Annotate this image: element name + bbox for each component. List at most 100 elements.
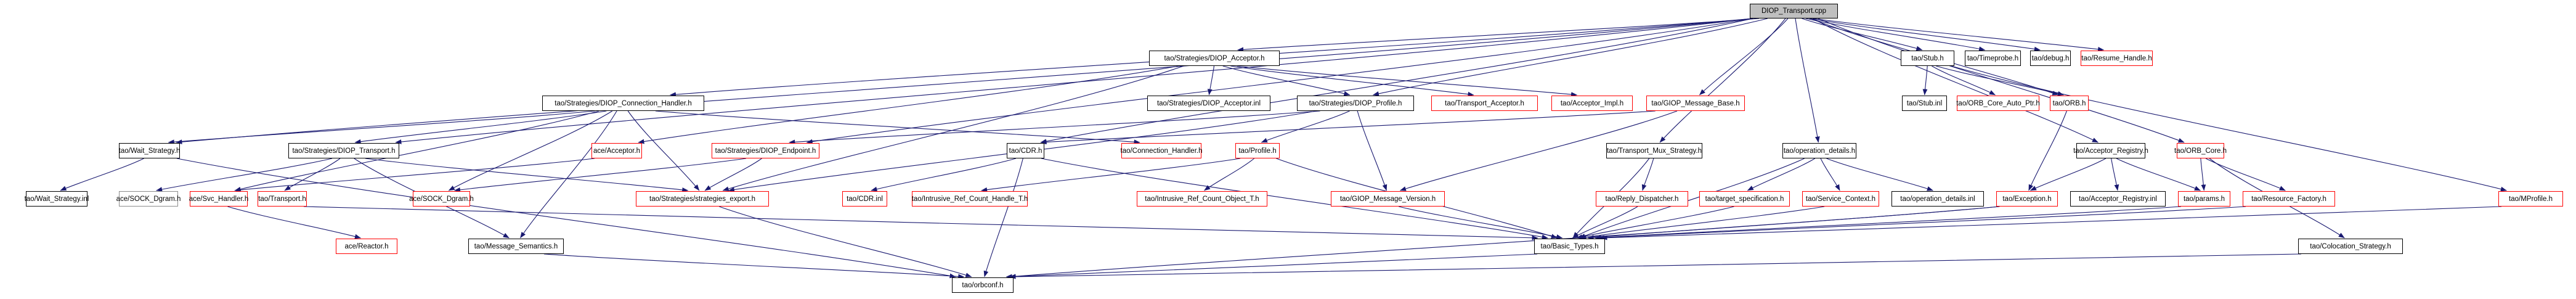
- graph-node-giop_message_version_h[interactable]: tao/GIOP_Message_Version.h: [1331, 191, 1445, 207]
- graph-node-intrusive_object_t_h[interactable]: tao/Intrusive_Ref_Count_Object_T.h: [1137, 191, 1267, 207]
- edge-basic_types_h-to-orbconf_h: [1006, 253, 1538, 279]
- graph-node-stub_inl[interactable]: tao/Stub.inl: [1902, 96, 1947, 111]
- edge-cpp-to-resume_handle_h: [1813, 18, 2105, 52]
- edge-transport_h-to-basic_types_h: [303, 206, 1538, 240]
- edge-operation_details_h-to-target_specification_h: [1747, 158, 1815, 191]
- edge-diop_connection_handler_h-to-connection_handler_h: [655, 110, 1140, 145]
- edge-diop_profile_h-to-profile_h: [1261, 110, 1350, 143]
- graph-node-reply_dispatcher_h[interactable]: tao/Reply_Dispatcher.h: [1596, 191, 1688, 207]
- graph-node-basic_types_h[interactable]: tao/Basic_Types.h: [1534, 239, 1605, 254]
- graph-node-transport_mux_strategy_h[interactable]: tao/Transport_Mux_Strategy.h: [1606, 143, 1702, 158]
- graph-node-exception_h[interactable]: tao/Exception.h: [1996, 191, 2058, 207]
- graph-node-ace_reactor_h[interactable]: ace/Reactor.h: [336, 239, 397, 254]
- graph-node-orb_h[interactable]: tao/ORB.h: [2050, 96, 2089, 111]
- graph-node-transport_acceptor_h[interactable]: tao/Transport_Acceptor.h: [1431, 96, 1538, 111]
- edge-profile_h-to-intrusive_object_t_h: [1204, 158, 1254, 191]
- edge-reply_dispatcher_h-to-basic_types_h: [1572, 206, 1638, 239]
- graph-node-cpp: DIOP_Transport.cpp: [1750, 4, 1838, 18]
- edge-params_h-to-basic_types_h: [1595, 206, 2182, 240]
- edge-cdr_h-to-basic_types_h: [1041, 158, 1548, 240]
- edge-cpp-to-timeprobe_h: [1805, 18, 1986, 51]
- graph-node-cdr_inl[interactable]: tao/CDR.inl: [842, 191, 887, 207]
- edge-acceptor_registry_h-to-params_h: [2116, 158, 2201, 191]
- edge-colocation_strategy_h-to-orbconf_h: [1009, 253, 2302, 279]
- graph-node-acceptor_registry_h[interactable]: tao/Acceptor_Registry.h: [2073, 143, 2148, 158]
- graph-node-params_h[interactable]: tao/params.h: [2178, 191, 2230, 207]
- graph-node-mprofile_h[interactable]: tao/MProfile.h: [2498, 191, 2563, 207]
- edge-operation_details_h-to-basic_types_h: [1579, 158, 1805, 239]
- edge-wait_strategy_h-to-wait_strategy_inl: [60, 158, 144, 191]
- edge-cpp-to-diop_profile_h: [1372, 18, 1768, 96]
- graph-node-colocation_strategy_h[interactable]: tao/Colocation_Strategy.h: [2298, 239, 2403, 254]
- graph-node-diop_transport_h[interactable]: tao/Strategies/DIOP_Transport.h: [288, 143, 399, 158]
- edge-message_semantics_h-to-orbconf_h: [543, 253, 965, 279]
- edge-giop_message_base_h-to-giop_message_version_h: [1400, 110, 1678, 191]
- graph-node-profile_h[interactable]: tao/Profile.h: [1235, 143, 1280, 158]
- edge-operation_details_h-to-operation_details_inl: [1826, 158, 1933, 191]
- edge-cpp-to-operation_details_h: [1795, 18, 1820, 143]
- edge-diop_profile_h-to-giop_message_version_h: [1357, 110, 1388, 191]
- graph-node-operation_details_h[interactable]: tao/operation_details.h: [1782, 143, 1856, 158]
- graph-node-resource_factory_h[interactable]: tao/Resource_Factory.h: [2243, 191, 2335, 207]
- edge-diop_acceptor_h-to-diop_acceptor_inl: [1207, 65, 1215, 96]
- graph-node-diop_acceptor_inl[interactable]: tao/Strategies/DIOP_Acceptor.inl: [1147, 96, 1270, 111]
- edge-diop_connection_handler_h-to-ace_sock_dgram_h_2: [448, 110, 613, 191]
- graph-node-intrusive_handle_t_h[interactable]: tao/Intrusive_Ref_Count_Handle_T.h: [912, 191, 1028, 207]
- graph-node-operation_details_inl[interactable]: tao/operation_details.inl: [1891, 191, 1984, 207]
- graph-node-resume_handle_h[interactable]: tao/Resume_Handle.h: [2081, 51, 2153, 66]
- graph-node-diop_endpoint_h[interactable]: tao/Strategies/DIOP_Endpoint.h: [712, 143, 819, 158]
- edge-stub_h-to-orb_h: [1936, 65, 2064, 96]
- edge-diop_transport_h-to-ace_sock_dgram_h_1: [156, 158, 333, 192]
- graph-node-target_specification_h[interactable]: tao/target_specification.h: [1699, 191, 1790, 207]
- graph-node-orb_core_h[interactable]: tao/ORB_Core.h: [2174, 143, 2227, 158]
- graph-node-diop_profile_h[interactable]: tao/Strategies/DIOP_Profile.h: [1297, 96, 1414, 111]
- edge-transport_mux_strategy_h-to-reply_dispatcher_h: [1641, 158, 1654, 191]
- edge-giop_message_version_h-to-basic_types_h: [1399, 206, 1563, 239]
- edge-cdr_h-to-orbconf_h: [983, 158, 1023, 277]
- edge-diop_connection_handler_h-to-strategies_export_h: [627, 110, 700, 191]
- graph-node-stub_h[interactable]: tao/Stub.h: [1901, 51, 1954, 66]
- graph-node-message_semantics_h[interactable]: tao/Message_Semantics.h: [468, 239, 564, 254]
- edge-cpp-to-wait_strategy_h: [176, 18, 1753, 145]
- graph-node-connection_handler_h[interactable]: tao/Connection_Handler.h: [1121, 143, 1203, 158]
- graph-node-ace_sock_dgram_h_1[interactable]: ace/SOCK_Dgram.h: [116, 191, 181, 207]
- graph-node-ace_sock_dgram_h_2[interactable]: ace/SOCK_Dgram.h: [409, 191, 474, 207]
- graph-node-debug_h[interactable]: tao/debug.h: [2030, 51, 2071, 66]
- edge-cpp-to-orb_core_h: [1818, 18, 2185, 143]
- edge-acceptor_registry_h-to-exception_h: [2030, 158, 2107, 191]
- edge-ace_svc_handler_h-to-ace_reactor_h: [227, 206, 361, 239]
- edge-cpp-to-cdr_h: [1040, 18, 1753, 144]
- graph-node-diop_acceptor_h[interactable]: tao/Strategies/DIOP_Acceptor.h: [1149, 51, 1280, 66]
- edge-diop_acceptor_h-to-strategies_export_h: [722, 65, 1184, 191]
- edge-diop_acceptor_h-to-ace_acceptor_h: [638, 65, 1179, 144]
- graph-node-giop_message_base_h[interactable]: tao/GIOP_Message_Base.h: [1646, 96, 1745, 111]
- edge-cpp-to-transport_mux_strategy_h: [1659, 18, 1786, 143]
- graph-node-ace_svc_handler_h[interactable]: ace/Svc_Handler.h: [189, 191, 248, 207]
- graph-node-orbconf_h[interactable]: tao/orbconf.h: [952, 277, 1014, 293]
- graph-node-timeprobe_h[interactable]: tao/Timeprobe.h: [1965, 51, 2021, 66]
- edge-exception_h-to-orbconf_h: [1009, 206, 2000, 279]
- graph-node-cdr_h[interactable]: tao/CDR.h: [1007, 143, 1044, 158]
- graph-node-service_context_h[interactable]: tao/Service_Context.h: [1802, 191, 1879, 207]
- edge-resource_factory_h-to-basic_types_h: [1598, 206, 2246, 240]
- edge-giop_message_base_h-to-cdr_h: [1040, 110, 1656, 145]
- graph-node-acceptor_impl_h[interactable]: tao/Acceptor_Impl.h: [1551, 96, 1633, 111]
- edge-diop_acceptor_h-to-acceptor_impl_h: [1237, 65, 1577, 97]
- edge-cpp-to-diop_endpoint_h: [806, 18, 1753, 144]
- edge-cpp-to-giop_message_base_h: [1699, 18, 1789, 96]
- graph-node-ace_acceptor_h[interactable]: ace/Acceptor.h: [591, 143, 642, 158]
- graph-node-diop_connection_handler_h[interactable]: tao/Strategies/DIOP_Connection_Handler.h: [542, 96, 704, 111]
- graph-node-strategies_export_h[interactable]: tao/Strategies/strategies_export.h: [636, 191, 769, 207]
- edge-diop_endpoint_h-to-strategies_export_h: [704, 158, 762, 191]
- edge-orb_h-to-exception_h: [2028, 110, 2067, 191]
- graph-node-acceptor_registry_inl[interactable]: tao/Acceptor_Registry.inl: [2070, 191, 2166, 207]
- edge-group: [60, 18, 2507, 279]
- edge-profile_h-to-intrusive_handle_t_h: [981, 158, 1241, 192]
- graph-node-wait_strategy_inl[interactable]: tao/Wait_Strategy.inl: [25, 191, 89, 207]
- graph-node-wait_strategy_h[interactable]: tao/Wait_Strategy.h: [119, 143, 180, 158]
- edge-diop_connection_handler_h-to-wait_strategy_h: [168, 110, 595, 145]
- graph-node-transport_h[interactable]: tao/Transport.h: [258, 191, 307, 207]
- graph-node-orb_core_auto_ptr_h[interactable]: tao/ORB_Core_Auto_Ptr.h: [1956, 96, 2040, 111]
